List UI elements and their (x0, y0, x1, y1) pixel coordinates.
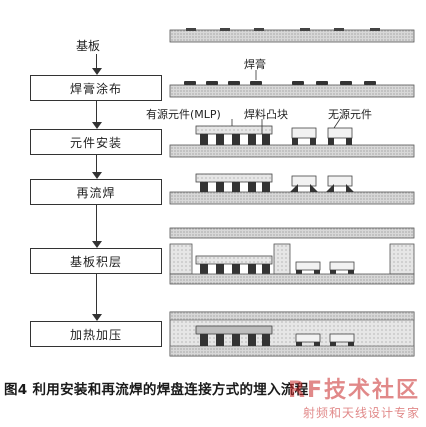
step-reflow-soldering: 再流焊 (30, 179, 162, 205)
prepreg-block (389, 243, 415, 275)
step-heating-pressing: 加热加压 (30, 321, 162, 347)
stage-substrate (169, 28, 415, 43)
flow-arrow (92, 172, 102, 179)
pads-top (186, 28, 380, 31)
flow-connector (96, 205, 98, 243)
step-label: 元件安装 (69, 135, 122, 150)
flow-connector (96, 101, 98, 125)
flow-connector (96, 155, 98, 175)
step-label: 基板积层 (69, 254, 122, 269)
solder-paste-deposits (184, 81, 376, 85)
step-label: 焊膏涂布 (69, 81, 122, 96)
step-label: 加热加压 (69, 327, 122, 342)
annotation-passive-component: 无源元件 (328, 108, 372, 121)
start-label-substrate: 基板 (76, 39, 101, 53)
flow-arrow (92, 68, 102, 75)
stage-reflow (169, 173, 415, 205)
passive-component-body (291, 127, 317, 139)
substrate-layer (169, 29, 415, 43)
flow-arrow (92, 314, 102, 321)
watermark-sub: 射频和天线设计专家 (302, 406, 420, 420)
step-label: 再流焊 (76, 185, 116, 200)
embedded-active-component (195, 325, 273, 335)
bottom-substrate-layer (169, 273, 415, 285)
passive-component-body (327, 127, 353, 139)
active-component-body (195, 173, 273, 183)
annotation-solder-paste: 焊膏 (244, 58, 266, 71)
stage-solder-paste (169, 70, 415, 98)
prepreg-block (169, 243, 193, 275)
solder-bumps (200, 134, 270, 145)
step-component-mounting: 元件安装 (30, 129, 162, 155)
top-substrate-layer (169, 227, 415, 239)
figure-caption: 图4 利用安装和再流焊的焊盘连接方式的埋入流程 (4, 382, 309, 398)
embedded-passive-component (295, 333, 321, 343)
flow-connector (96, 274, 98, 316)
substrate-layer (169, 84, 415, 98)
embedded-passive-component (329, 333, 355, 343)
stage-heat-press (169, 311, 415, 357)
active-component-body (195, 125, 273, 135)
flow-connector (96, 54, 98, 70)
flow-arrow (92, 122, 102, 129)
step-solder-paste-coating: 焊膏涂布 (30, 75, 162, 101)
substrate-layer (169, 144, 415, 158)
substrate-layer (169, 191, 415, 205)
annotation-active-component: 有源元件(MLP) (146, 108, 221, 121)
step-substrate-lamination: 基板积层 (30, 248, 162, 274)
stage-component-mounting (169, 118, 415, 158)
annotation-solder-bump: 焊料凸块 (244, 108, 288, 121)
flow-arrow (92, 241, 102, 248)
watermark: RF技术社区 射频和天线设计专家 (288, 372, 420, 421)
watermark-main: RF技术社区 (288, 378, 420, 403)
prepreg-block (273, 243, 291, 275)
stage-lamination (169, 227, 415, 285)
